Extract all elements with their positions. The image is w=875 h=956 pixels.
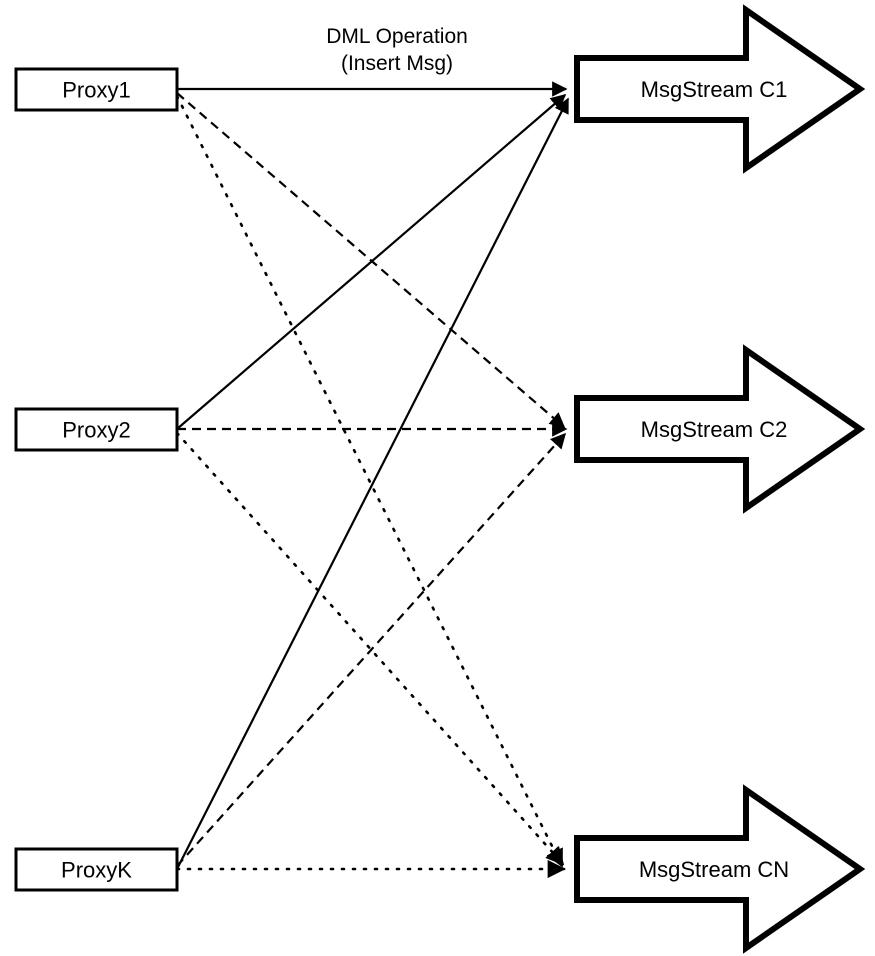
edge-p2-cn (175, 431, 565, 866)
edge-pk-c1 (176, 97, 569, 870)
msgstream-shape-cn (574, 784, 866, 954)
msgstream-cn[interactable]: MsgStream CN (574, 784, 866, 954)
edge-p2-c1 (176, 93, 567, 430)
msgstream-label-c1: MsgStream C1 (641, 77, 788, 102)
edge-line-dashed (176, 432, 567, 867)
proxy-label-proxy2: Proxy2 (62, 418, 130, 443)
proxy-node-proxy2[interactable]: Proxy2 (14, 407, 179, 452)
edge-label-layer: DML Operation (Insert Msg) (326, 25, 468, 75)
proxy-box-proxyk (14, 847, 179, 892)
proxy-label-proxyk: ProxyK (61, 858, 132, 883)
edge-line-solid (176, 97, 569, 870)
edges-layer (175, 81, 569, 879)
proxy-node-proxy1[interactable]: Proxy1 (14, 67, 179, 112)
proxy-box-proxy1 (14, 67, 179, 112)
msgstream-c2[interactable]: MsgStream C2 (574, 344, 866, 514)
edge-line-dotted (175, 431, 565, 866)
edge-line-solid (176, 93, 567, 430)
msgstream-shape-c2 (574, 344, 866, 514)
edge-p1-cn (175, 94, 564, 868)
edge-line-dotted (175, 94, 564, 868)
proxy-node-proxyk[interactable]: ProxyK (14, 847, 179, 892)
edge-line-dashed (176, 92, 566, 429)
proxy-label-proxy1: Proxy1 (62, 78, 130, 103)
msgstream-label-c2: MsgStream C2 (641, 417, 788, 442)
edge-label-line1: DML Operation (326, 25, 468, 48)
edge-p1-c2 (176, 92, 566, 429)
streams-layer: MsgStream C1 MsgStream C2 MsgStream CN (574, 4, 866, 954)
msgstream-label-cn: MsgStream CN (639, 857, 789, 882)
edge-pk-c2 (176, 432, 567, 867)
msgstream-shape-c1 (574, 4, 866, 174)
msgstream-c1[interactable]: MsgStream C1 (574, 4, 866, 174)
edge-label-line2: (Insert Msg) (341, 52, 453, 75)
proxy-box-proxy2 (14, 407, 179, 452)
